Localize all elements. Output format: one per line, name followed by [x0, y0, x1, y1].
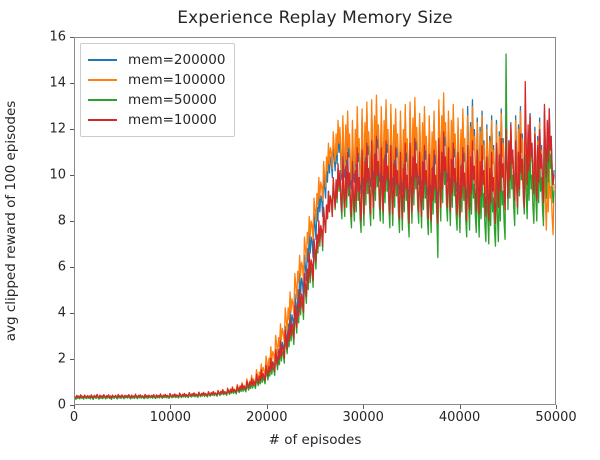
x-tick-label: 30000 — [342, 410, 384, 425]
x-tick-label: 0 — [69, 410, 79, 425]
x-tick-mark — [170, 405, 172, 409]
x-tick-mark — [556, 405, 557, 409]
plot-lines — [75, 53, 555, 401]
x-tick-label: 20000 — [246, 410, 288, 425]
x-tick-mark — [363, 405, 365, 409]
y-tick-label: 8 — [57, 213, 66, 229]
y-tick-mark — [70, 37, 74, 38]
y-tick-label: 16 — [49, 29, 66, 45]
x-tick-mark — [266, 405, 268, 409]
legend-label: mem=50000 — [128, 92, 217, 108]
legend-item[interactable]: mem=50000 — [88, 90, 225, 110]
y-tick-label: 6 — [57, 259, 66, 275]
legend-color-swatch — [88, 99, 117, 101]
x-tick-mark — [459, 405, 461, 409]
y-tick-mark — [70, 129, 74, 130]
plot-area: mem=200000 mem=100000 mem=50000 mem=10000 — [74, 37, 556, 405]
x-axis-label: # of episodes — [268, 432, 362, 448]
chart-title: Experience Replay Memory Size — [177, 8, 453, 28]
y-tick-mark — [70, 405, 74, 406]
x-tick-label: 40000 — [438, 410, 481, 425]
legend-label: mem=200000 — [128, 52, 226, 68]
y-tick-mark — [70, 175, 74, 176]
legend: mem=200000 mem=100000 mem=50000 mem=10000 — [80, 43, 236, 137]
legend-color-swatch — [88, 119, 117, 121]
x-tick-label: 10000 — [149, 410, 192, 425]
y-tick-mark — [70, 359, 74, 360]
y-tick-mark — [70, 313, 74, 314]
y-axis-label-container: avg clipped reward of 100 episodes — [0, 37, 22, 405]
y-tick-label: 14 — [49, 75, 66, 91]
y-tick-label: 12 — [49, 121, 66, 137]
legend-item[interactable]: mem=200000 — [88, 50, 225, 70]
y-tick-label: 2 — [57, 351, 66, 367]
y-tick-label: 4 — [57, 305, 66, 321]
y-tick-mark — [70, 221, 74, 222]
y-tick-mark — [70, 83, 74, 84]
series-line — [75, 80, 555, 399]
y-tick-label: 10 — [49, 167, 66, 183]
y-tick-label: 0 — [57, 397, 66, 413]
legend-label: mem=10000 — [128, 112, 217, 128]
legend-color-swatch — [88, 79, 117, 81]
x-tick-label: 50000 — [535, 410, 577, 425]
legend-label: mem=100000 — [128, 72, 226, 88]
y-axis-label: avg clipped reward of 100 episodes — [3, 100, 19, 342]
y-tick-mark — [70, 267, 74, 268]
legend-item[interactable]: mem=100000 — [88, 70, 225, 90]
x-tick-mark — [74, 405, 75, 409]
legend-color-swatch — [88, 59, 117, 61]
legend-item[interactable]: mem=10000 — [88, 110, 225, 130]
